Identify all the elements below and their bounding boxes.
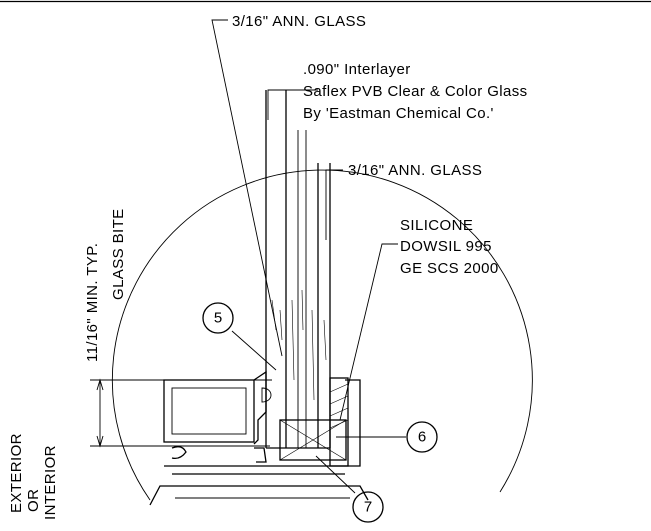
top-glass-label: 3/16" ANN. GLASS xyxy=(232,13,366,30)
callout-7-label: 7 xyxy=(364,499,372,516)
glass-assembly xyxy=(265,90,331,449)
leader-lines xyxy=(211,19,406,494)
silicone-label-3: GE SCS 2000 xyxy=(400,260,499,277)
or-label: OR xyxy=(25,489,42,512)
callout-6-label: 6 xyxy=(418,429,426,446)
inner-glass-label: 3/16" ANN. GLASS xyxy=(348,162,482,179)
aluminum-frame xyxy=(149,370,369,506)
interlayer-label-2: Saflex PVB Clear & Color Glass xyxy=(303,83,528,100)
callout-7: 7 xyxy=(352,491,384,523)
silicone-label-2: DOWSIL 995 xyxy=(400,238,492,255)
callout-5: 5 xyxy=(202,302,234,334)
interior-label: INTERIOR xyxy=(42,445,59,520)
callout-5-label: 5 xyxy=(214,310,222,327)
glass-bite-dimension xyxy=(90,378,272,448)
glass-bite-label: GLASS BITE xyxy=(110,208,127,300)
interlayer-label-3: By 'Eastman Chemical Co.' xyxy=(303,105,494,122)
silicone-label-1: SILICONE xyxy=(400,217,473,234)
min-typ-label: 11/16" MIN. TYP. xyxy=(84,243,101,362)
exterior-label: EXTERIOR xyxy=(8,433,25,513)
callout-6: 6 xyxy=(406,421,438,453)
interlayer-label-1: .090" Interlayer xyxy=(303,61,411,78)
